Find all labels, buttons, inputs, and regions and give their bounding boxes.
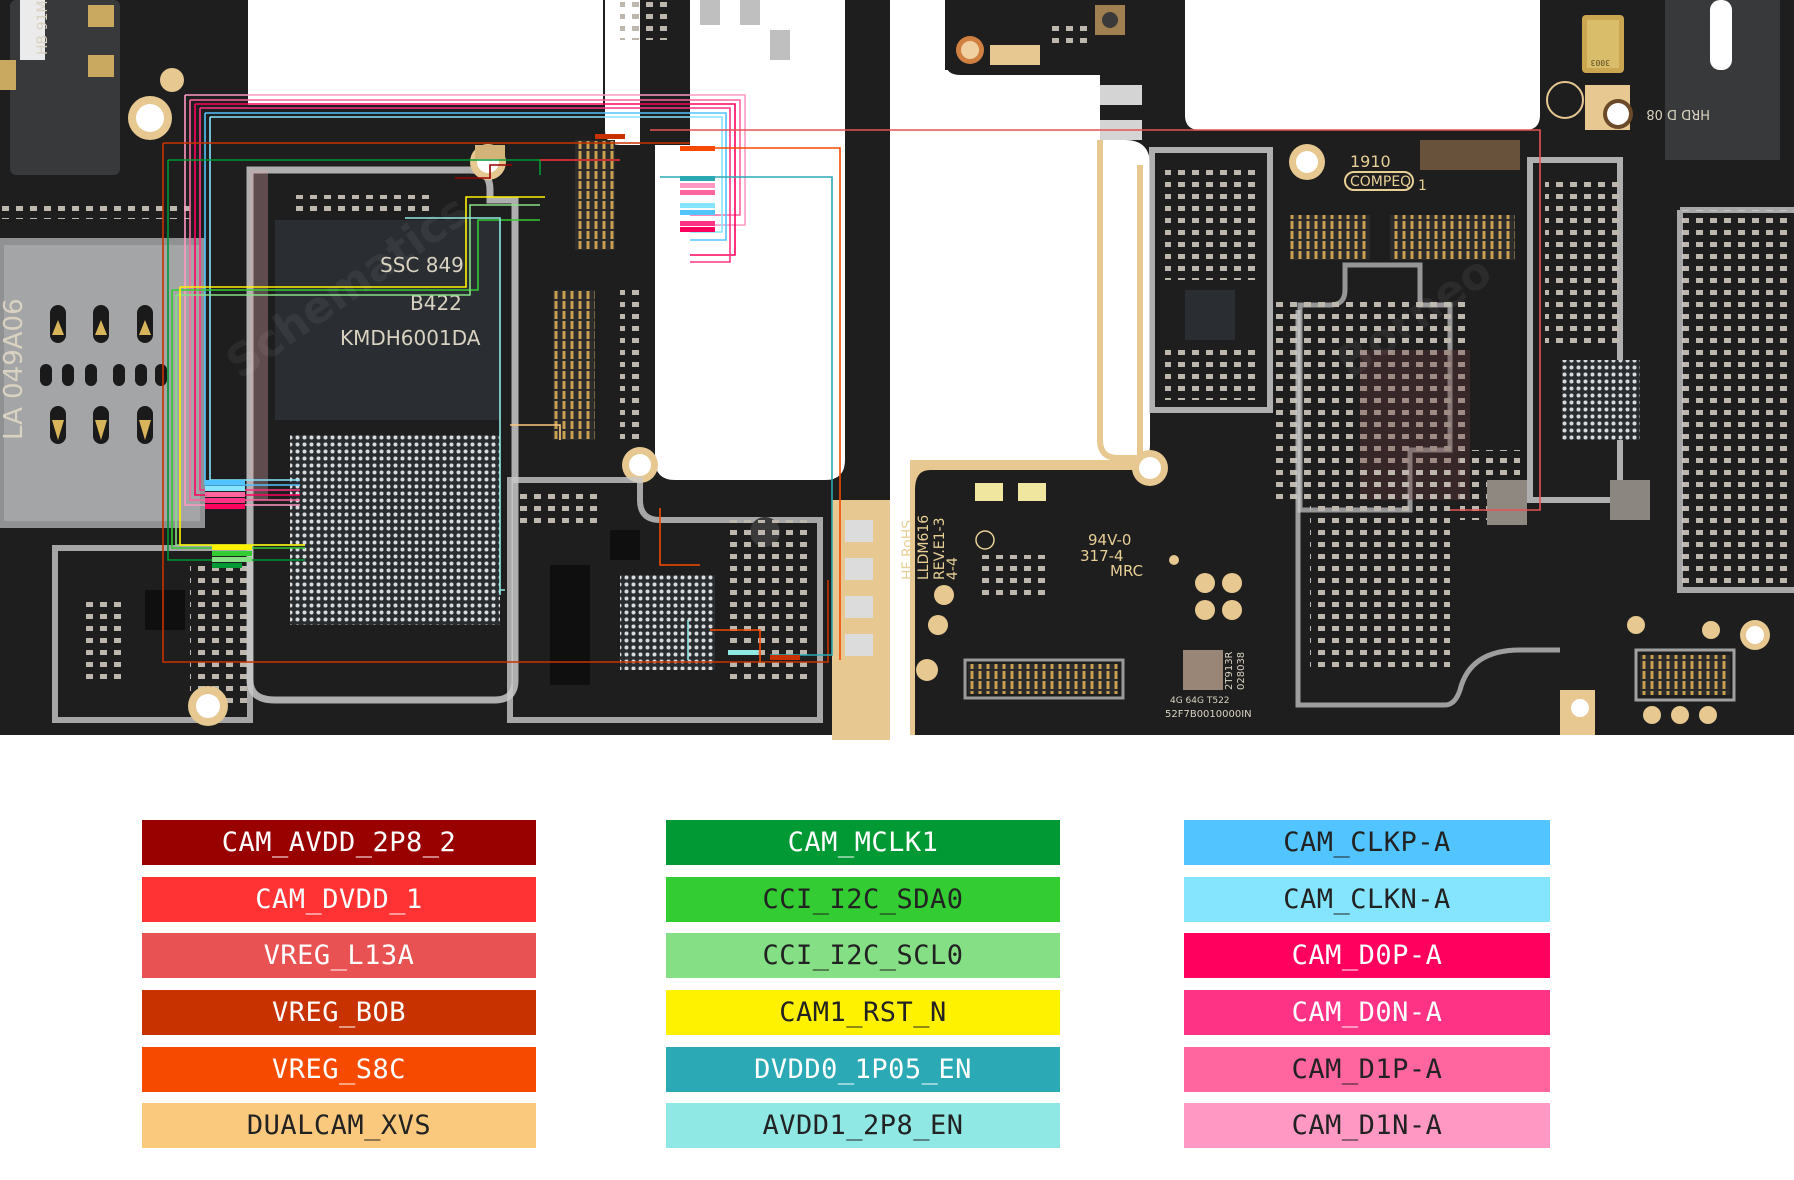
camera-connector-2 <box>553 290 595 440</box>
legend-item-dvdd0-1p05-en: DVDD0_1P05_EN <box>666 1047 1060 1092</box>
pmic-bga <box>620 575 715 670</box>
camera-connector-1 <box>575 140 615 250</box>
legend-item-cam-dvdd-1: CAM_DVDD_1 <box>142 877 536 922</box>
qr-code <box>1183 650 1223 690</box>
rohs-text: LLDM616 <box>916 515 932 580</box>
qr-id: 028038 <box>1236 652 1247 690</box>
trace-vreg-s8c <box>680 147 841 660</box>
left-board: HB 91M1A <box>0 0 890 740</box>
legend-item-cam1-rst-n: CAM1_RST_N <box>666 990 1060 1035</box>
legend-item-cam-d1p-a: CAM_D1P-A <box>1184 1047 1550 1092</box>
trace-cci-sda0 <box>171 219 540 549</box>
mem-spec: 4G 64G T522 <box>1170 696 1230 706</box>
signal-traces <box>162 94 1541 663</box>
memory-chip <box>275 220 500 420</box>
legend-item-cam-d0p-a: CAM_D0P-A <box>1184 933 1550 978</box>
legend-item-cam-d0n-a: CAM_D0N-A <box>1184 990 1550 1035</box>
compeq-logo: COMPEQ <box>1350 174 1411 190</box>
legend-item-cam-mclk1: CAM_MCLK1 <box>666 820 1060 865</box>
legend-item-dualcam-xvs: DUALCAM_XVS <box>142 1103 536 1148</box>
legend-item-cci-i2c-scl0: CCI_I2C_SCL0 <box>666 933 1060 978</box>
right-bga <box>1562 360 1640 440</box>
sim-tray-label: LA 049A06 <box>0 298 29 440</box>
board-connector <box>1390 215 1515 260</box>
ul-rating: 94V-0 <box>1088 531 1131 549</box>
pcb-board-image: HB 91M1A <box>0 0 1794 740</box>
rohs-text: REV.E1-3 <box>932 517 948 580</box>
trace-vreg-l13a <box>650 129 1541 511</box>
legend-item-cam-clkp-a: CAM_CLKP-A <box>1184 820 1550 865</box>
compeq-suffix: 1 <box>1418 178 1427 194</box>
qr-id: 2T913R <box>1224 651 1235 690</box>
trace-avdd1-en <box>405 217 505 595</box>
bottom-connector <box>968 664 1118 694</box>
legend-item-cci-i2c-sda0: CCI_I2C_SDA0 <box>666 877 1060 922</box>
compeq-year: 1910 <box>1350 152 1391 171</box>
crystal-text: 3003 <box>1591 58 1610 67</box>
legend-item-vreg-bob: VREG_BOB <box>142 990 536 1035</box>
trace-cam1-rst <box>179 196 545 546</box>
legend-item-vreg-l13a: VREG_L13A <box>142 933 536 978</box>
legend-item-cam-avdd-2p8-2: CAM_AVDD_2P8_2 <box>142 820 536 865</box>
right-board: 1910 COMPEQ 1 3003 HRD D 08 HF RoHS LLDM… <box>900 0 1794 735</box>
legend-item-avdd1-2p8-en: AVDD1_2P8_EN <box>666 1103 1060 1148</box>
trace-cam-d1n <box>185 94 746 226</box>
serial-number: 52F7B0010000IN <box>1165 709 1252 720</box>
trace-cam-d0p <box>195 103 736 256</box>
right-jack-label: HRD D 08 <box>1646 106 1710 121</box>
trace-cam-avdd <box>455 164 512 179</box>
ul-code: 317-4 <box>1080 547 1124 565</box>
legend-item-cam-clkn-a: CAM_CLKN-A <box>1184 877 1550 922</box>
memory-chip-text: KMDH6001DA <box>340 326 481 350</box>
memory-chip-text: SSC 849 <box>380 253 464 277</box>
soc-bga <box>290 435 500 625</box>
legend-item-vreg-s8c: VREG_S8C <box>142 1047 536 1092</box>
trace-dualcam-xvs <box>510 424 561 440</box>
battery-connector <box>1640 655 1730 695</box>
legend-item-cam-d1n-a: CAM_D1N-A <box>1184 1103 1550 1148</box>
trace-dvdd0-en <box>660 176 833 656</box>
audio-jack-label: HB 91M1A <box>35 0 51 55</box>
sim-tray: LA 049A06 <box>0 238 205 528</box>
rohs-text: 4-4 <box>945 557 961 580</box>
rohs-text: HF RoHS <box>900 520 916 580</box>
board-connector <box>1290 215 1370 260</box>
trace-vreg-bob <box>162 142 829 663</box>
trace-cam-d0n <box>200 107 731 263</box>
ul-mark: MRC <box>1110 562 1143 580</box>
